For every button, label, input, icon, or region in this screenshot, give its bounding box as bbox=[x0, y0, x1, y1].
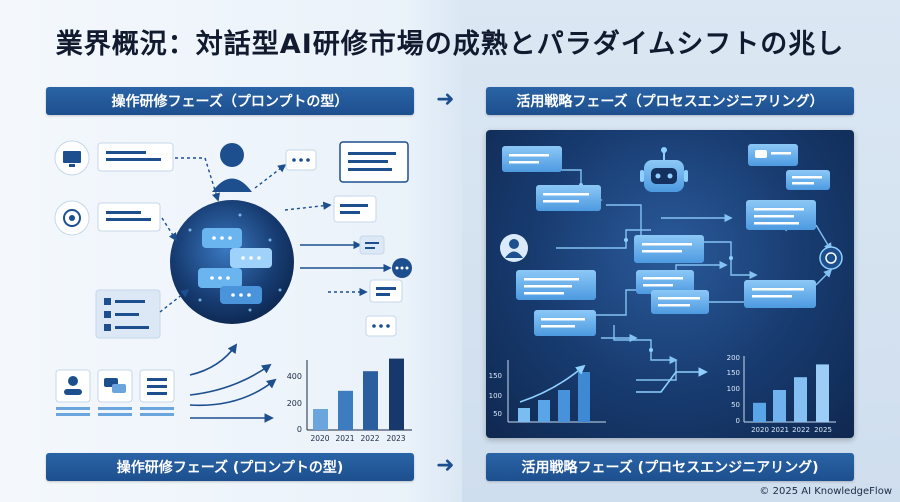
strategy-bar-chart: 150 100 50 bbox=[489, 360, 708, 423]
chart-bar-2025 bbox=[816, 364, 829, 422]
banner-strategy-phase-bottom: 活用戦略フェーズ (プロセスエンジニアリング) bbox=[486, 453, 854, 481]
document-window-icon bbox=[339, 141, 409, 183]
flow-chat-bubble bbox=[516, 270, 596, 300]
flow-chat-bubble bbox=[502, 146, 562, 172]
chat-bubble-icon bbox=[359, 235, 385, 255]
chart-bar bbox=[578, 372, 590, 422]
operation-phase-illustration: 400 200 0 2020 2021 2022 2023 bbox=[54, 140, 412, 443]
banner-operation-phase-top: 操作研修フェーズ（プロンプトの型） bbox=[46, 87, 414, 115]
x-tick-label: 2020 bbox=[751, 426, 769, 434]
chart-bar-2021 bbox=[338, 390, 353, 430]
x-tick-label: 2020 bbox=[310, 434, 329, 443]
chat-bubble-icon bbox=[285, 149, 317, 171]
openai-chat-bubble-icon bbox=[97, 202, 161, 232]
growth-bar-chart: 200 150 100 50 0 2020 2021 2022 2025 bbox=[727, 354, 836, 434]
openai-logo-icon bbox=[54, 200, 90, 236]
conversation-icon bbox=[97, 369, 133, 416]
y-tick-label: 100 bbox=[489, 392, 502, 400]
y-tick-label: 0 bbox=[297, 425, 302, 434]
openai-logo-icon bbox=[819, 246, 843, 270]
chart-bar bbox=[538, 400, 550, 422]
y-tick-label: 0 bbox=[736, 417, 740, 425]
y-tick-label: 400 bbox=[287, 372, 302, 381]
chart-bar-2020 bbox=[753, 402, 766, 422]
banner-strategy-phase-top: 活用戦略フェーズ（プロセスエンジニアリング） bbox=[486, 87, 854, 115]
chat-bubble-icon bbox=[369, 279, 403, 303]
flow-chat-bubble bbox=[748, 144, 798, 166]
banner-operation-phase-bottom: 操作研修フェーズ (プロンプトの型) bbox=[46, 453, 414, 481]
left-bar-chart: 400 200 0 2020 2021 2022 2023 bbox=[287, 358, 412, 443]
list-document-icon bbox=[139, 369, 175, 416]
monitor-icon bbox=[54, 140, 90, 176]
monitor-chat-bubble-icon bbox=[97, 142, 174, 172]
y-tick-label: 100 bbox=[727, 385, 740, 393]
copyright-text: © 2025 AI KnowledgeFlow bbox=[759, 486, 892, 497]
chart-bar-2021 bbox=[773, 390, 786, 422]
flow-chat-bubble bbox=[536, 185, 601, 211]
phase-arrow-top: ➜ bbox=[436, 87, 455, 112]
y-tick-label: 50 bbox=[731, 401, 740, 409]
flow-chat-bubble bbox=[636, 270, 694, 294]
chart-bar-2022 bbox=[363, 371, 378, 430]
flow-chat-bubble bbox=[786, 170, 830, 190]
flow-chat-bubble bbox=[651, 290, 709, 314]
sphere-chat-bubbles bbox=[198, 228, 272, 304]
x-tick-label: 2022 bbox=[792, 426, 810, 434]
user-icon bbox=[500, 234, 528, 262]
chat-bubble-icon bbox=[333, 195, 377, 223]
y-tick-label: 50 bbox=[493, 410, 502, 418]
chart-bar-2023 bbox=[389, 358, 404, 430]
chart-bar-2020 bbox=[313, 409, 328, 430]
y-tick-label: 200 bbox=[727, 354, 740, 362]
profile-card-icon bbox=[55, 369, 91, 416]
flow-chat-bubble bbox=[746, 200, 816, 230]
page-title: 業界概況：対話型AI研修市場の成熟とパラダイムシフトの兆し bbox=[55, 29, 845, 60]
flow-chat-bubble bbox=[744, 280, 816, 308]
x-tick-label: 2023 bbox=[386, 434, 405, 443]
y-tick-label: 200 bbox=[287, 399, 302, 408]
flow-chat-bubble bbox=[534, 310, 596, 336]
phase-arrow-bottom: ➜ bbox=[436, 453, 455, 478]
y-tick-label: 150 bbox=[489, 372, 502, 380]
flow-chat-bubble bbox=[634, 235, 704, 263]
x-tick-label: 2021 bbox=[771, 426, 789, 434]
process-engineering-illustration: 150 100 50 200 150 100 50 0 2020 2021 20… bbox=[489, 144, 843, 434]
x-tick-label: 2025 bbox=[814, 426, 832, 434]
typing-indicator-icon bbox=[392, 258, 412, 278]
chart-bar-2022 bbox=[794, 377, 807, 422]
chart-bar bbox=[558, 390, 570, 422]
chart-bar bbox=[518, 408, 530, 422]
x-tick-label: 2022 bbox=[360, 434, 379, 443]
y-tick-label: 150 bbox=[727, 369, 740, 377]
x-tick-label: 2021 bbox=[335, 434, 354, 443]
strategy-phase-panel: 150 100 50 200 150 100 50 0 2020 2021 20… bbox=[486, 130, 854, 438]
robot-icon bbox=[640, 147, 688, 192]
checklist-icon bbox=[95, 289, 161, 339]
user-icon bbox=[212, 143, 252, 192]
chat-bubble-icon bbox=[365, 315, 397, 337]
